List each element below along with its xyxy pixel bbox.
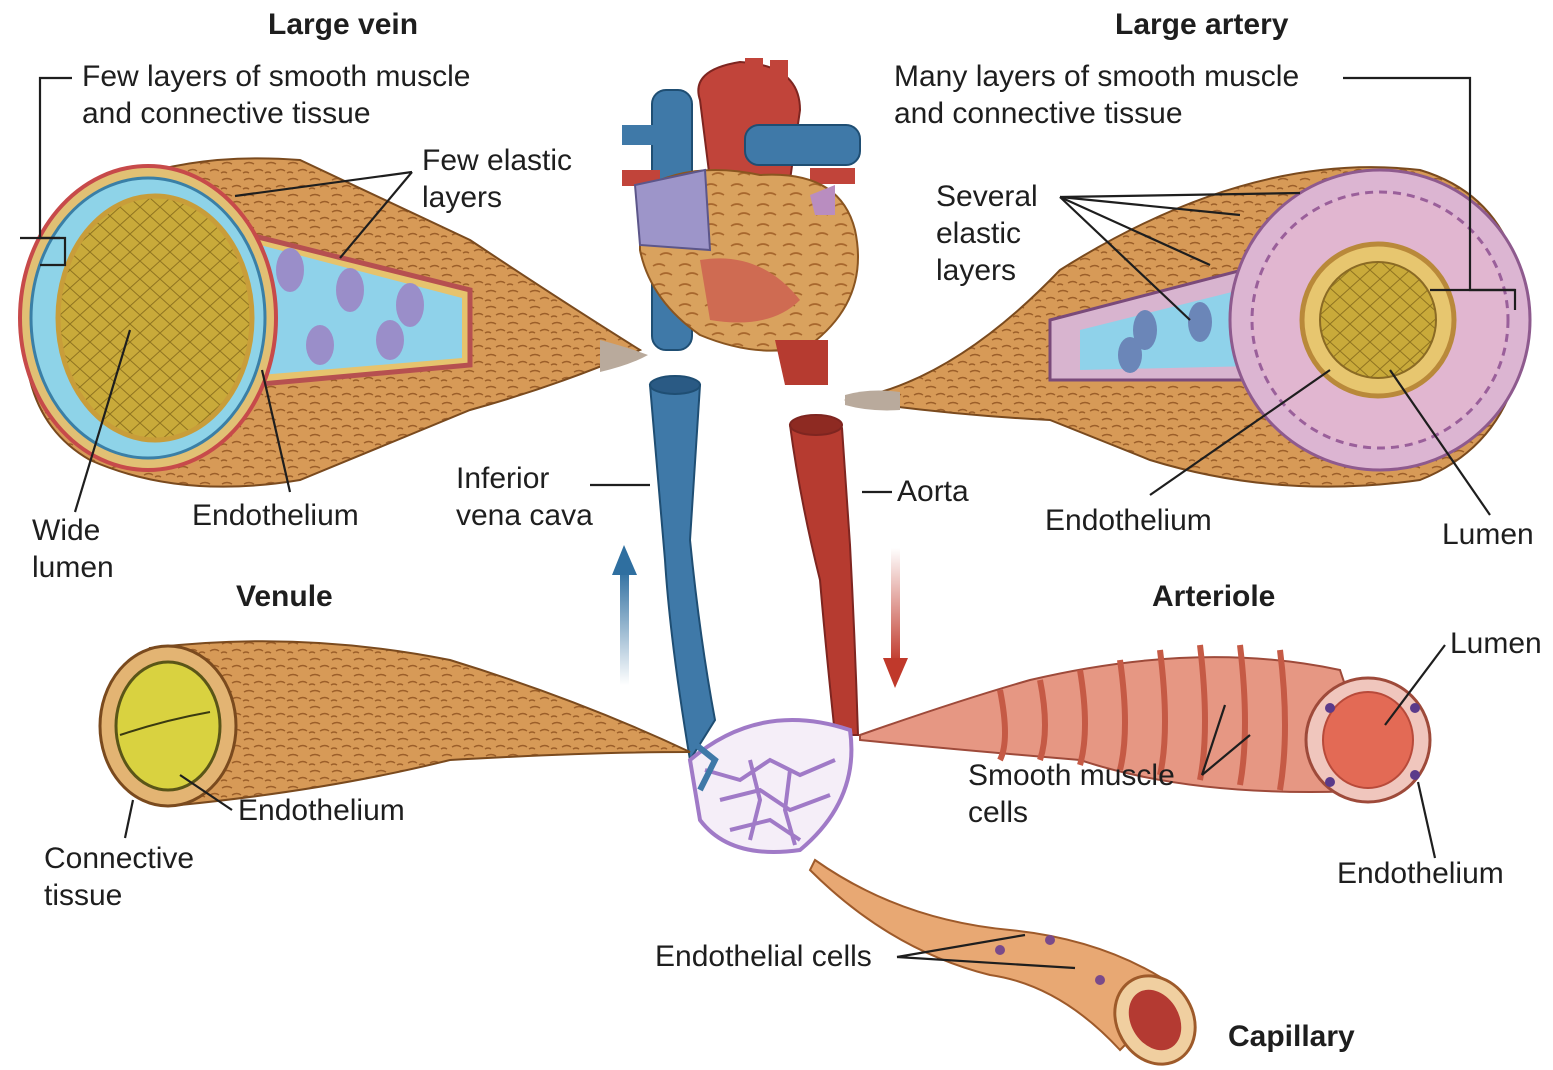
- blood-flow-down-arrow: [883, 548, 908, 688]
- title-arteriole: Arteriole: [1152, 580, 1275, 614]
- heart-illustration: [622, 58, 860, 385]
- label-artery-lumen: Lumen: [1442, 516, 1534, 553]
- label-arteriole-lumen: Lumen: [1450, 625, 1542, 662]
- blood-flow-up-arrow: [612, 545, 637, 685]
- aorta: [790, 415, 858, 735]
- label-artery-layers: Many layers of smooth muscle and connect…: [894, 58, 1299, 132]
- title-large-artery: Large artery: [1115, 8, 1288, 42]
- label-capillary-endothelial-cells: Endothelial cells: [655, 938, 872, 975]
- label-artery-elastic: Several elastic layers: [936, 178, 1038, 289]
- label-vein-elastic: Few elastic layers: [422, 142, 572, 216]
- title-venule: Venule: [236, 580, 333, 614]
- label-vein-layers: Few layers of smooth muscle and connecti…: [82, 58, 470, 132]
- title-large-vein: Large vein: [268, 8, 418, 42]
- label-venule-endothelium: Endothelium: [238, 792, 405, 829]
- label-inferior-vena-cava: Inferior vena cava: [456, 460, 593, 534]
- label-vein-endothelium: Endothelium: [192, 497, 359, 534]
- label-arteriole-smooth-muscle: Smooth muscle cells: [968, 757, 1175, 831]
- label-aorta: Aorta: [897, 473, 969, 510]
- label-vein-lumen: Wide lumen: [32, 512, 114, 586]
- label-venule-connective-tissue: Connective tissue: [44, 840, 194, 914]
- title-capillary: Capillary: [1228, 1020, 1355, 1054]
- inferior-vena-cava: [650, 376, 715, 760]
- label-arteriole-endothelium: Endothelium: [1337, 855, 1504, 892]
- capillary-bed: [690, 720, 851, 852]
- label-artery-endothelium: Endothelium: [1045, 502, 1212, 539]
